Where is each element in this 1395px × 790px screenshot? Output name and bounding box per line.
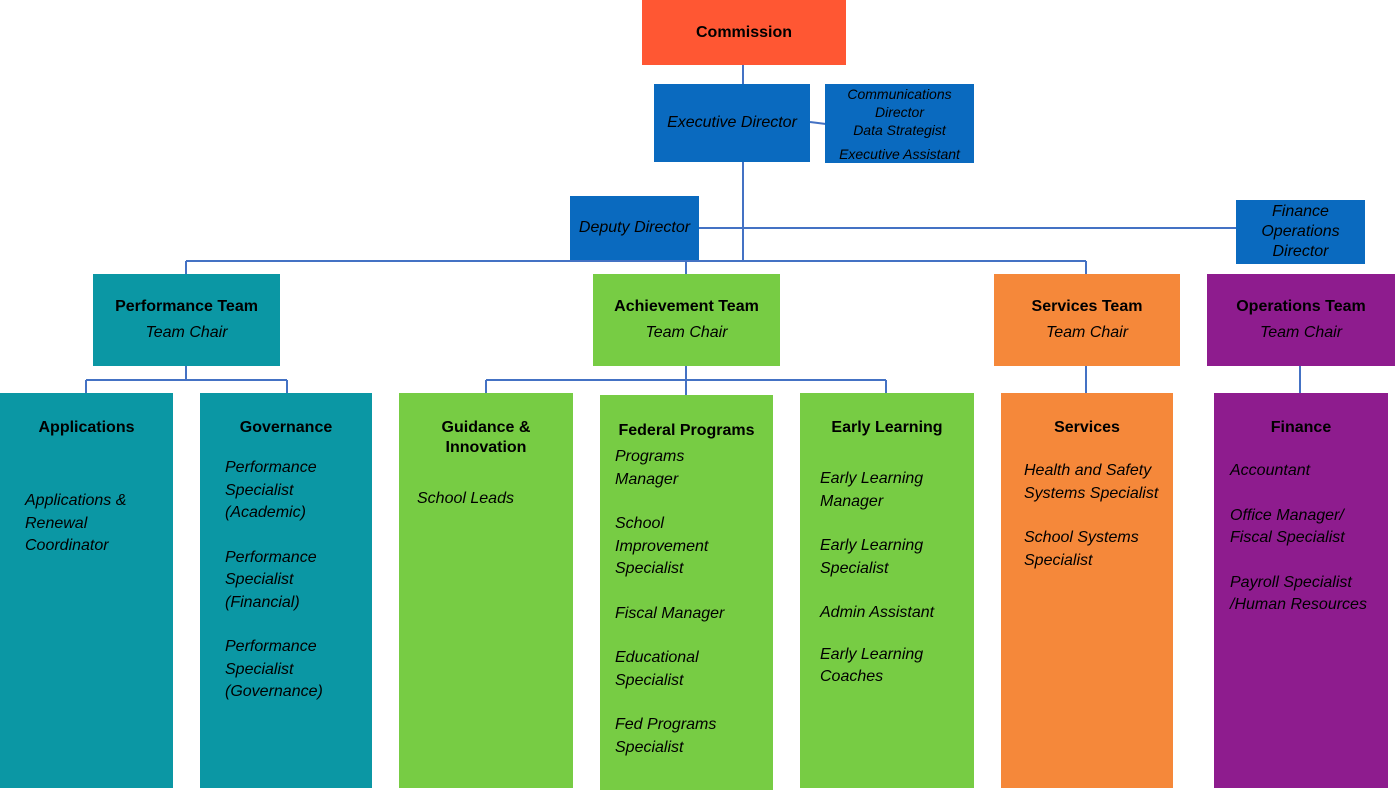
unit-role: School Improvement Specialist — [615, 515, 709, 577]
operations-team-box: Operations Team Team Chair — [1207, 274, 1395, 366]
unit-role: Early Learning Coaches — [820, 645, 924, 686]
finance-unit-box: Finance Accountant Office Manager/ Fisca… — [1214, 393, 1388, 788]
unit-role: Health and Safety Systems Specialist — [1024, 462, 1159, 502]
services-unit-box: Services Health and Safety Systems Speci… — [1001, 393, 1173, 788]
unit-role: Early Learning Manager — [820, 470, 924, 510]
unit-role: Applications & Renewal Coordinator — [25, 492, 127, 554]
unit-title: Applications — [38, 419, 135, 436]
team-subtitle: Team Chair — [1259, 323, 1343, 341]
unit-role: Fiscal Manager — [615, 604, 725, 622]
deputy-director-title: Deputy Director — [578, 219, 691, 236]
unit-title: Early Learning — [831, 419, 943, 436]
unit-role: Fed Programs Specialist — [615, 716, 717, 756]
unit-role: Early Learning Specialist — [820, 537, 924, 577]
executive-director-box: Executive Director — [654, 84, 810, 162]
unit-role: Performance Specialist (Governance) — [225, 638, 323, 700]
services-team-box: Services Team Team Chair — [994, 274, 1180, 366]
finance-operations-director-box: Finance Operations Director — [1236, 200, 1365, 264]
unit-title: Services — [1054, 419, 1120, 436]
unit-role: Programs Manager — [615, 448, 685, 488]
executive-director-title: Executive Director — [667, 114, 797, 131]
performance-team-box: Performance Team Team Chair — [93, 274, 280, 366]
unit-role: Office Manager/ Fiscal Specialist — [1230, 506, 1345, 547]
unit-title: Guidance & Innovation — [441, 419, 531, 456]
commission-box: Commission — [642, 0, 846, 65]
team-subtitle: Team Chair — [145, 323, 228, 341]
team-subtitle: Team Chair — [645, 323, 728, 341]
guidance-unit-box: Guidance & Innovation School Leads — [399, 393, 573, 788]
unit-role: Admin Assistant — [820, 604, 935, 621]
exec-staff-item: Communications Director — [847, 85, 952, 120]
unit-role: School Leads — [417, 490, 514, 507]
unit-role: School Systems Specialist — [1024, 529, 1139, 569]
commission-title: Commission — [695, 23, 792, 41]
team-title: Performance Team — [115, 297, 258, 315]
unit-title: Governance — [239, 419, 333, 436]
unit-role: Payroll Specialist /Human Resources — [1230, 573, 1367, 614]
applications-unit-box: Applications Applications & Renewal Coor… — [0, 393, 173, 788]
finance-operations-director-title: Finance Operations Director — [1261, 203, 1340, 260]
team-title: Services Team — [1031, 297, 1143, 315]
unit-role: Educational Specialist — [615, 649, 699, 689]
unit-title: Finance — [1270, 419, 1332, 436]
executive-staff-box: Communications Director Data Strategist … — [825, 84, 974, 163]
exec-staff-item: Executive Assistant — [839, 145, 960, 162]
exec-staff-item: Data Strategist — [853, 121, 946, 138]
team-title: Operations Team — [1236, 297, 1366, 315]
achievement-team-box: Achievement Team Team Chair — [593, 274, 780, 366]
unit-role: Accountant — [1230, 462, 1311, 479]
governance-unit-box: Governance Performance Specialist (Acade… — [200, 393, 372, 788]
unit-title: Federal Programs — [618, 422, 755, 439]
early-learning-unit-box: Early Learning Early Learning Manager Ea… — [800, 393, 974, 788]
federal-programs-unit-box: Federal Programs Programs Manager School… — [600, 395, 773, 790]
unit-role: Performance Specialist (Financial) — [225, 548, 317, 611]
team-subtitle: Team Chair — [1045, 323, 1129, 341]
unit-role: Performance Specialist (Academic) — [225, 459, 317, 521]
deputy-director-box: Deputy Director — [570, 196, 699, 260]
team-title: Achievement Team — [614, 297, 759, 315]
